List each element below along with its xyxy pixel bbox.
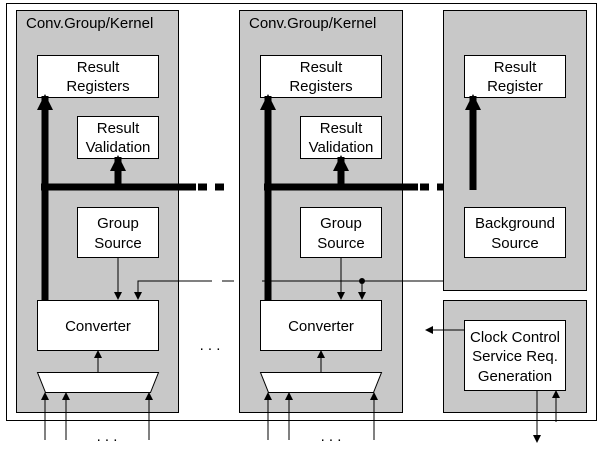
group-middle-result-registers-box (260, 55, 382, 98)
group-middle-result-validation-line2: Validation (309, 139, 374, 156)
group-middle-result-registers-line1: Result (300, 59, 343, 76)
group-middle-result-validation-line1: Result (320, 120, 363, 137)
group-left-result-validation-line2: Validation (86, 139, 151, 156)
group-middle-multiplexer (259, 372, 383, 393)
clock-control-line3: Generation (478, 368, 552, 385)
group-left-multiplexer (36, 372, 160, 393)
group-middle-title: Conv.Group/Kernel (249, 15, 376, 32)
group-middle-input-ellipsis: . . . (321, 428, 342, 445)
group-middle-result-registers-line2: Registers (289, 78, 352, 95)
background-source-line1: Background (475, 215, 555, 232)
clock-control-group: Clock Control Service Req. Generation (425, 300, 587, 443)
group-left-converter-label: Converter (65, 318, 131, 335)
group-left-result-registers-line2: Registers (66, 78, 129, 95)
group-middle-result-validation-box (300, 116, 382, 159)
background-result-register-box (464, 55, 566, 98)
background-source-box (464, 207, 566, 258)
clock-control-line2: Service Req. (472, 348, 558, 365)
group-left-result-validation-line1: Result (97, 120, 140, 137)
group-left-group-source-line1: Group (97, 215, 139, 232)
group-middle-group-source-line2: Source (317, 235, 365, 252)
group-middle-converter-label: Converter (288, 318, 354, 335)
group-left-group-source-box (77, 207, 159, 258)
group-middle-group-source-box (300, 207, 382, 258)
clock-control-line1: Clock Control (470, 329, 560, 346)
group-left-title: Conv.Group/Kernel (26, 15, 153, 32)
group-left-result-validation-box (77, 116, 159, 159)
group-left-converter-box (37, 300, 159, 351)
group-left-result-registers-box (37, 55, 159, 98)
clock-control-box (464, 320, 566, 391)
group-left-result-registers-line1: Result (77, 59, 120, 76)
background-result-register-line2: Register (487, 78, 543, 95)
group-middle: Conv.Group/Kernel Result Registers Resul… (239, 10, 517, 445)
background-result-register-line1: Result (494, 59, 537, 76)
group-left: Conv.Group/Kernel Result Registers Resul… (16, 10, 224, 445)
background-source-line2: Source (491, 235, 539, 252)
between-groups-ellipsis: . . . (200, 337, 221, 354)
group-left-group-source-line2: Source (94, 235, 142, 252)
group-left-background-arrow (134, 280, 200, 300)
background-panel-group: Result Register Background Source (443, 10, 587, 291)
group-middle-group-source-line1: Group (320, 215, 362, 232)
group-left-input-ellipsis: . . . (97, 428, 118, 445)
